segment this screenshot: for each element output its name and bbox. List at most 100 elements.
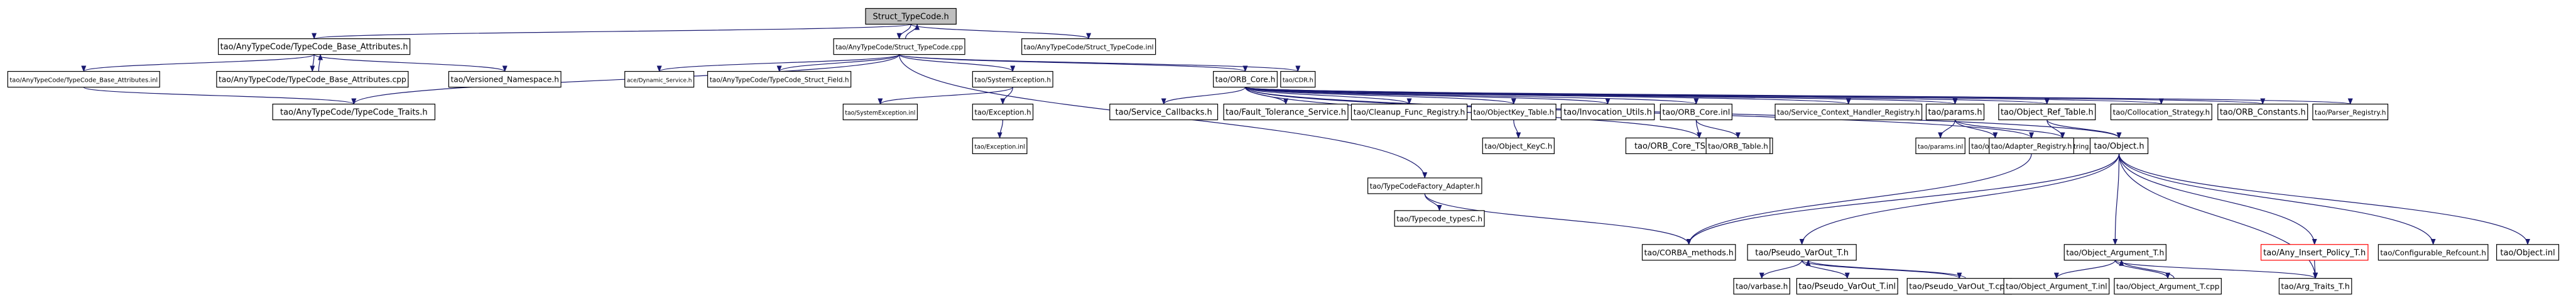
graph-node[interactable]: tao/Fault_Tolerance_Service.h [1223,103,1349,121]
graph-node[interactable]: tao/Object.h [2089,137,2149,155]
graph-node-box [2278,278,2352,295]
graph-node[interactable]: tao/Invocation_Utils.h [1560,103,1655,121]
graph-node[interactable]: tao/ORB_Core.h [1213,70,1278,88]
graph-node-box [1733,278,1791,295]
graph-edge [312,23,911,40]
graph-node[interactable]: tao/Object_Argument_T.cpp [2114,278,2222,295]
graph-node-box [2063,244,2167,261]
graph-node-box [1280,70,1316,88]
graph-node[interactable]: tao/AnyTypeCode/TypeCode_Base_Attributes… [217,38,411,55]
graph-edge [1000,87,1013,105]
graph-node-box [7,70,160,88]
graph-edge [776,54,900,72]
graph-node-box [216,70,409,88]
graph-node[interactable]: Struct_TypeCode.h [865,8,957,25]
graph-node-label: tao/Configurable_Refcount.h [2380,248,2486,257]
graph-edge [83,87,356,105]
graph-node[interactable]: tao/Parser_Registry.h [2312,103,2389,121]
graph-node[interactable]: tao/Object_Argument_T.h [2063,244,2167,261]
graph-node[interactable]: tao/AnyTypeCode/TypeCode_Base_Attributes… [7,70,160,88]
graph-node-label: tao/Object_Argument_T.h [2066,248,2164,257]
graph-node-label: tao/Exception.inl [974,143,1024,150]
graph-edge [2053,260,2116,279]
graph-node[interactable]: tao/Service_Context_Handler_Registry.h [1774,103,1923,121]
graph-node[interactable]: tao/AnyTypeCode/Struct_TypeCode.inl [1021,38,1156,55]
graph-node[interactable]: tao/Adapter_Registry.h [1989,137,2075,155]
graph-node[interactable]: tao/Object_Argument_T.inl [2003,278,2110,295]
graph-node[interactable]: tao/AnyTypeCode/TypeCode_Struct_Field.h [707,70,852,88]
graph-node-box [1560,103,1655,121]
graph-node-label: tao/Object_Ref_Table.h [2001,108,2094,118]
graph-node-label: tao/AnyTypeCode/Struct_TypeCode.inl [1024,43,1154,52]
graph-edge [310,54,315,72]
graph-edge [1938,119,1956,139]
graph-edge [1686,153,2120,245]
graph-node[interactable]: tao/TypeCodeFactory_Adapter.h [1367,177,1482,194]
graph-node[interactable]: tao/SystemException.h [972,70,1053,88]
graph-node-box [624,70,695,88]
graph-node-box [217,38,411,55]
graph-node[interactable]: tao/Cleanup_Func_Registry.h [1350,103,1468,121]
graph-node[interactable]: tao/CORBA_methods.h [1641,244,1736,261]
graph-node-box [1021,38,1156,55]
graph-node[interactable]: tao/CDR.h [1280,70,1316,88]
graph-node-label: tao/Invocation_Utils.h [1563,108,1652,118]
graph-node[interactable]: tao/Object_KeyC.h [1482,137,1555,155]
graph-node[interactable]: tao/ObjectKey_Table.h [1470,103,1557,121]
graph-edge [1244,87,2352,105]
graph-node[interactable]: tao/Pseudo_VarOut_T.cpp [1906,278,2013,295]
graph-node-box [272,103,436,121]
graph-node[interactable]: tao/params.h [1925,103,1985,121]
graph-node[interactable]: tao/Service_Callbacks.h [1109,103,1219,121]
graph-node-box [1660,103,1732,121]
graph-node-label: tao/AnyTypeCode/TypeCode_Base_Attributes… [9,77,158,84]
graph-node[interactable]: tao/AnyTypeCode/TypeCode_Traits.h [272,103,436,121]
graph-node[interactable]: tao/Versioned_Namespace.h [448,70,562,88]
graph-node[interactable]: tao/Pseudo_VarOut_T.inl [1796,278,1898,295]
graph-node-box [1470,103,1557,121]
graph-node-label: ace/Dynamic_Service.h [627,78,692,84]
graph-node[interactable]: tao/Any_Insert_Policy_T.h [2260,244,2369,261]
graph-edge [1244,87,1412,105]
graph-edge [1244,87,1698,105]
graph-node[interactable]: tao/Exception.inl [972,137,1028,155]
graph-node-label: tao/Service_Context_Handler_Registry.h [1777,108,1920,117]
graph-node[interactable]: tao/Typecode_typesC.h [1394,210,1485,227]
graph-node[interactable]: tao/ORB_Constants.h [2217,103,2308,121]
graph-node[interactable]: tao/Pseudo_VarOut_T.h [1747,244,1857,261]
graph-edge [997,119,1004,139]
graph-node-label: tao/params.h [1928,108,1982,118]
graph-node-box [1394,210,1485,227]
graph-edge [878,87,1013,105]
graph-node-box [2003,278,2110,295]
graph-node-box [972,137,1028,155]
graph-node-box [1747,244,1857,261]
graph-node[interactable]: tao/ORB_Core.inl [1660,103,1732,121]
graph-node[interactable]: tao/Object.inl [2496,244,2560,261]
graph-node-box [1641,244,1736,261]
graph-node[interactable]: tao/varbase.h [1733,278,1791,295]
graph-node-label: tao/Object.h [2094,141,2144,151]
graph-node[interactable]: tao/SystemException.inl [842,103,918,121]
graph-node[interactable]: tao/AnyTypeCode/Struct_TypeCode.cpp [833,38,965,55]
graph-node-box [972,103,1034,121]
graph-node-label: tao/Object.inl [2500,248,2555,258]
graph-node-label: tao/Pseudo_VarOut_T.cpp [1909,282,2009,291]
graph-node[interactable]: tao/Collocation_Strategy.h [2110,103,2212,121]
graph-edge [2118,153,2317,245]
graph-node[interactable]: ace/Dynamic_Service.h [624,70,695,88]
graph-node-label: tao/Cleanup_Func_Registry.h [1354,108,1465,117]
graph-node-label: tao/varbase.h [1736,282,1788,291]
graph-node-label: tao/Adapter_Registry.h [1991,141,2072,150]
graph-node[interactable]: tao/params.inl [1915,137,1965,155]
graph-node[interactable]: tao/AnyTypeCode/TypeCode_Base_Attributes… [216,70,409,88]
graph-node[interactable]: tao/Arg_Traits_T.h [2278,278,2352,295]
graph-edge [1954,119,2065,139]
graph-node[interactable]: tao/ORB_Table.h [1705,137,1771,155]
graph-node-label: tao/AnyTypeCode/TypeCode_Traits.h [280,108,428,118]
graph-node[interactable]: tao/Configurable_Refcount.h [2378,244,2489,261]
graph-node[interactable]: tao/Object_Ref_Table.h [1998,103,2096,121]
graph-edge [313,54,508,72]
graph-node[interactable]: tao/Exception.h [972,103,1034,121]
